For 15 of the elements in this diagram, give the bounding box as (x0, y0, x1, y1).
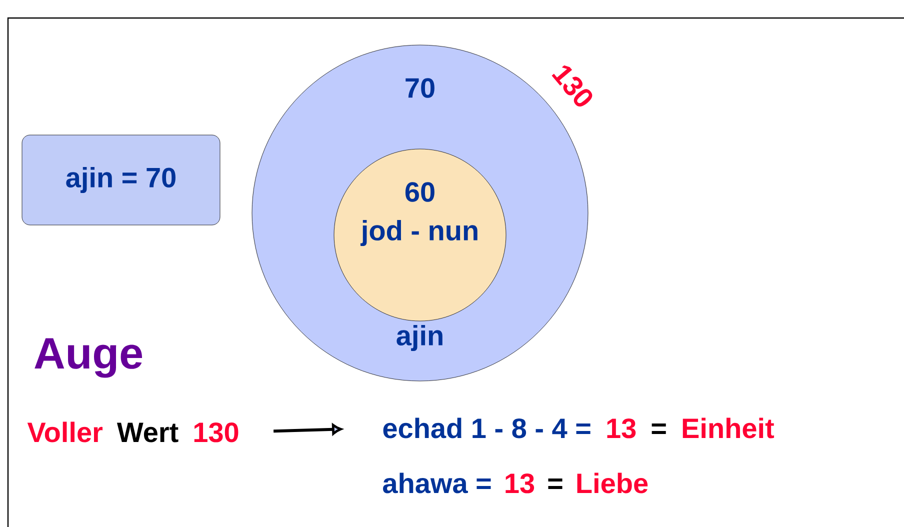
value-text: Voller Wert 130 (27, 422, 238, 442)
label: ahawa = (383, 472, 491, 494)
label: 13 (506, 473, 534, 494)
label: = (548, 478, 562, 490)
equation-text: echad 1 - 8 - 4 = 13 = Einheit (383, 418, 774, 438)
heading: Auge (34, 338, 142, 378)
circle-label: jod - nun (360, 220, 478, 246)
circle-label: 70 (406, 78, 434, 98)
value-box: ajin = 70 (22, 134, 220, 226)
arrow (274, 424, 342, 435)
circle-label: 60 (405, 182, 434, 202)
label: Liebe (577, 472, 648, 494)
circle-label: ajin (396, 324, 442, 352)
equation-text: ahawa = 13 = Liebe (383, 472, 648, 494)
value-label: 130 (552, 65, 592, 106)
